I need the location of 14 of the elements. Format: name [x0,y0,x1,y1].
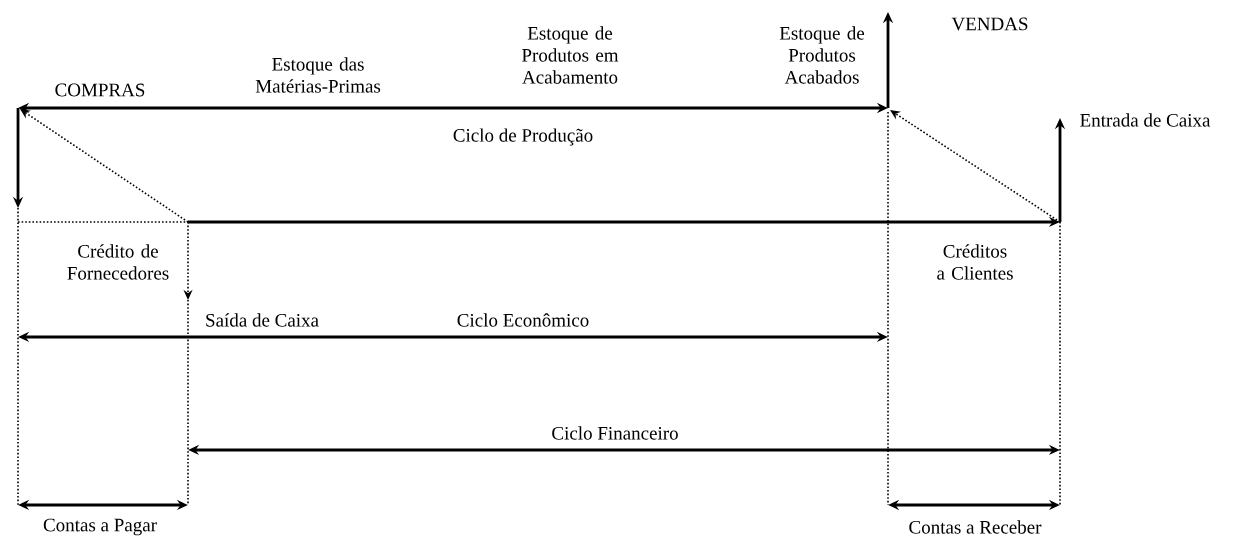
label: Contas a Pagar [43,518,157,536]
label: VENDAS [951,17,1028,31]
label: Estoque de Produtos Acabados [779,26,865,84]
label: Contas a Receber [909,520,1042,534]
label: Créditos a Clientes [937,244,1013,280]
label: Estoque das Matérias-Primas [255,57,381,93]
label: Ciclo de Produção [453,128,593,146]
label: Entrada de Caixa [1080,113,1211,127]
label: Estoque de Produtos em Acabamento [522,26,619,84]
label: Ciclo Financeiro [552,426,678,440]
label: Saída de Caixa [206,313,319,327]
label: Crédito de Fornecedores [67,244,169,280]
label: COMPRAS [55,83,145,97]
label: Ciclo Econômico [457,313,589,327]
